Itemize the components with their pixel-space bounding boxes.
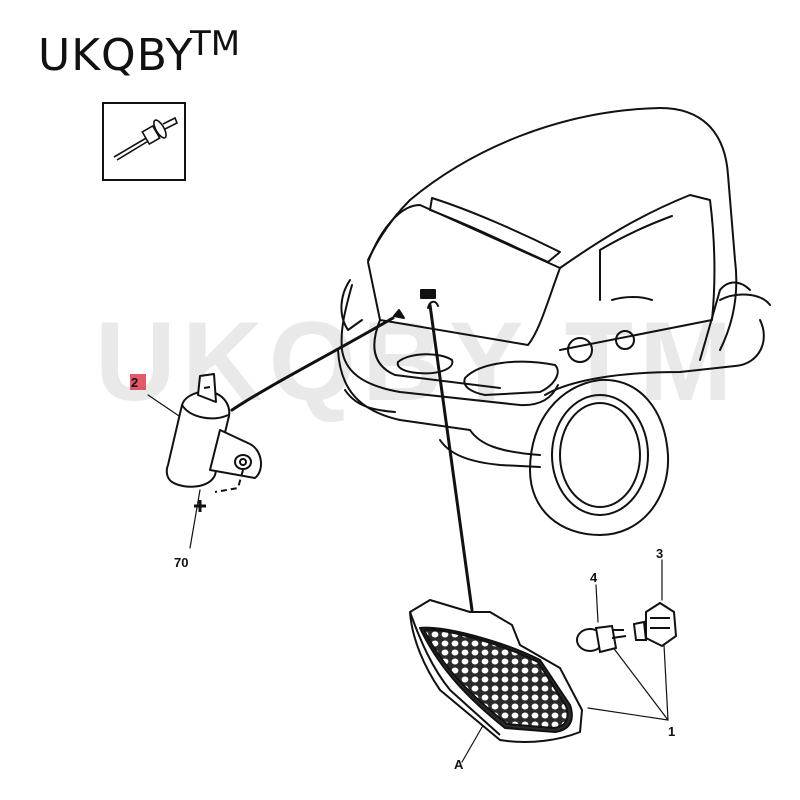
part-a-lamp-housing	[409, 599, 583, 743]
callout-3: 3	[656, 546, 663, 561]
rivet-icon	[113, 116, 179, 161]
part-2-switch	[165, 373, 262, 493]
callout-a: A	[454, 757, 464, 772]
brand-logo: UKQBY	[38, 30, 194, 81]
brand-trademark: TM	[190, 24, 241, 64]
part-4-bulb	[576, 624, 627, 654]
part-3-bulb-holder	[632, 601, 678, 648]
callout-2: 2	[131, 375, 138, 390]
callout-4: 4	[590, 570, 598, 585]
highlight-marker	[130, 374, 146, 390]
leader-lines	[147, 303, 669, 763]
screw-icon	[194, 500, 206, 512]
callout-70: 70	[174, 555, 188, 570]
rivet-inset	[102, 102, 186, 181]
callout-1: 1	[668, 724, 675, 739]
